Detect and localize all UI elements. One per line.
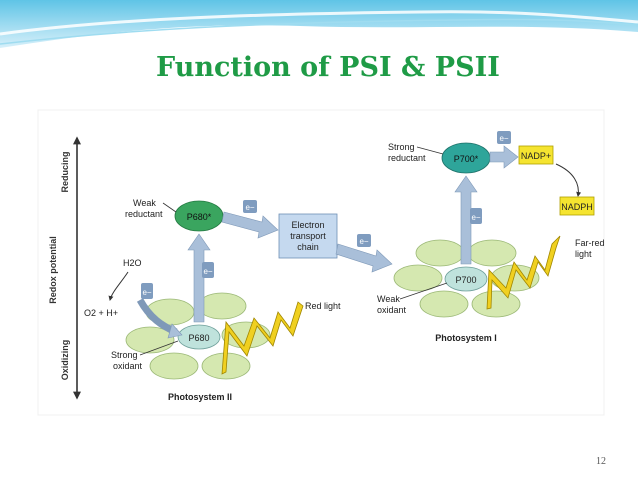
page-title: Function of PSI & PSII bbox=[156, 52, 500, 83]
psii-antenna-5 bbox=[149, 352, 199, 380]
psi-antenna-3 bbox=[393, 264, 443, 292]
etc-label-line3: chain bbox=[297, 242, 319, 252]
electron-label-water: e− bbox=[142, 288, 151, 297]
p680-to-etc-arrow bbox=[221, 211, 279, 239]
photosystem-i: P700 P700* e− Strong reductant Weak oxid… bbox=[377, 142, 605, 343]
electron-label-psii-up: e− bbox=[203, 267, 212, 276]
p700-reaction-center bbox=[444, 266, 488, 292]
psi-antenna-5 bbox=[419, 290, 469, 318]
red-light-zigzag bbox=[221, 301, 304, 375]
photosystem-ii: P680 P680* e− e− H2O O2 + H+ Weak reduct… bbox=[84, 198, 341, 402]
photosystem-ii-label: Photosystem II bbox=[168, 392, 232, 402]
weak-oxidant-label-line2: oxidant bbox=[377, 305, 407, 315]
etc-to-p700-arrow bbox=[335, 243, 393, 273]
page-number: 12 bbox=[596, 456, 606, 467]
p700-star-label: P700* bbox=[454, 154, 479, 164]
electron-label-nadp: e− bbox=[499, 134, 508, 143]
electron-badge-etc-in bbox=[243, 200, 257, 213]
photosystem-i-label: Photosystem I bbox=[435, 333, 497, 343]
header-wave-line bbox=[0, 18, 638, 45]
etc-label-line1: Electron bbox=[291, 220, 324, 230]
nadp-to-nadph-arrow bbox=[555, 163, 582, 197]
p680-label: P680 bbox=[188, 333, 209, 343]
electron-badge-psii-up bbox=[202, 262, 214, 278]
p680-reaction-center bbox=[177, 324, 221, 350]
psi-antenna-2 bbox=[467, 239, 517, 267]
psi-antenna-6 bbox=[471, 290, 521, 318]
etc-label-line2: transport bbox=[290, 231, 326, 241]
strong-reductant-label-line1: Strong bbox=[388, 142, 415, 152]
redox-axis-label: Redox potential bbox=[48, 236, 58, 304]
electron-badge-psi-up bbox=[470, 208, 482, 224]
psii-excitation-arrow bbox=[187, 233, 211, 323]
nadp-label: NADP+ bbox=[521, 151, 551, 161]
psii-antenna-2 bbox=[197, 292, 247, 320]
electron-label-etc-in: e− bbox=[245, 203, 254, 212]
electron-transport-chain-box bbox=[278, 213, 338, 259]
p680-star-label: P680* bbox=[187, 212, 212, 222]
nadph-box bbox=[559, 196, 595, 216]
weak-reductant-label-line1: Weak bbox=[133, 198, 156, 208]
psi-excitation-arrow bbox=[454, 175, 478, 265]
far-red-light-zigzag bbox=[486, 235, 561, 310]
far-red-light-label-line1: Far-red bbox=[575, 238, 605, 248]
p700-label: P700 bbox=[455, 275, 476, 285]
far-red-light-label-line2: light bbox=[575, 249, 592, 259]
nadph-label: NADPH bbox=[561, 202, 593, 212]
oxygen-products-label: O2 + H+ bbox=[84, 308, 118, 318]
water-to-oxygen-arrow bbox=[108, 271, 129, 301]
strong-oxidant-label-line1: Strong bbox=[111, 350, 138, 360]
axis-reducing-label: Reducing bbox=[60, 151, 70, 192]
water-splitting-arrowhead bbox=[167, 323, 183, 339]
axis-oxidizing-label: Oxidizing bbox=[60, 340, 70, 381]
electron-label-psi-up: e− bbox=[471, 213, 480, 222]
strong-reductant-label-line2: reductant bbox=[388, 153, 426, 163]
psi-antenna-1 bbox=[415, 239, 465, 267]
strong-oxidant-leader bbox=[139, 340, 179, 356]
electron-badge-etc-out bbox=[357, 234, 371, 247]
strong-oxidant-label-line2: oxidant bbox=[113, 361, 143, 371]
red-light-label: Red light bbox=[305, 301, 341, 311]
weak-oxidant-label-line1: Weak bbox=[377, 294, 400, 304]
electron-badge-nadp bbox=[497, 131, 511, 144]
strong-reductant-leader bbox=[416, 146, 444, 155]
nadp-box bbox=[518, 145, 554, 165]
water-label: H2O bbox=[123, 258, 142, 268]
weak-reductant-label-line2: reductant bbox=[125, 209, 163, 219]
electron-label-etc-out: e− bbox=[359, 237, 368, 246]
electron-badge-water bbox=[141, 283, 153, 299]
weak-oxidant-leader bbox=[399, 282, 448, 300]
header-wave-highlight bbox=[0, 10, 638, 36]
p700-to-nadp-arrow bbox=[489, 145, 519, 169]
weak-reductant-leader bbox=[162, 202, 177, 213]
